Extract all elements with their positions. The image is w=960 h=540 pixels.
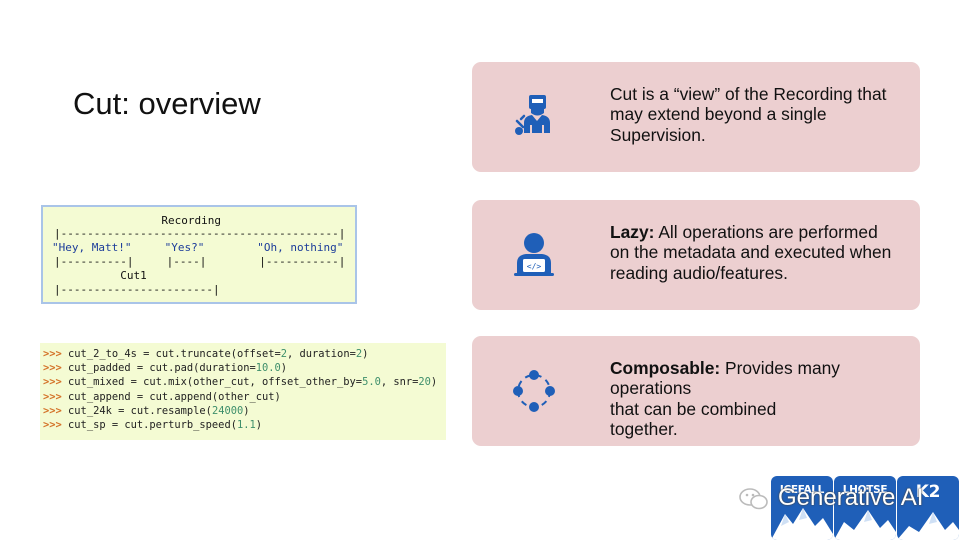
diagram-cut-span: |-----------------------| [54,283,220,296]
code-block: >>> cut_2_to_4s = cut.truncate(offset=2,… [40,343,446,440]
recording-diagram: Recording |-----------------------------… [41,205,357,304]
code-line: >>> cut_sp = cut.perturb_speed(1.1) [43,419,262,432]
code-line: >>> cut_2_to_4s = cut.truncate(offset=2,… [43,348,369,360]
network-icon [504,361,564,421]
svg-text:</>: </> [527,262,542,271]
code-line: >>> cut_padded = cut.pad(duration=10.0) [43,362,288,375]
card-lazy-heading: Lazy: [610,222,655,242]
worker-icon [504,87,564,147]
diagram-supervision-spans: |----------| |----| |-----------| [54,255,346,268]
card-composable-heading: Composable: [610,358,721,378]
developer-icon: </> [504,225,564,285]
card-view: Cut is a “view” of the Recording that ma… [472,62,920,172]
icefall-logo: ICEFALL [771,476,833,540]
diagram-cut-label: Cut1 [54,269,147,282]
card-composable: Composable: Provides many operations tha… [472,336,920,446]
diagram-recording-span: |---------------------------------------… [54,227,346,240]
card-lazy: </> Lazy: All operations are performed o… [472,200,920,310]
lhotse-logo: LHOTSE [834,476,896,540]
slide-title: Cut: overview [73,86,261,121]
code-line: >>> cut_mixed = cut.mix(other_cut, offse… [43,376,438,389]
diagram-supervision-texts: "Hey, Matt!" "Yes?" "Oh, nothing" [52,241,344,254]
card-lazy-text: Lazy: All operations are performed on th… [610,222,892,283]
wechat-icon [738,486,770,512]
code-line: >>> cut_24k = cut.resample(24000) [43,404,250,417]
watermark-text: Generative AI [778,484,924,511]
k2-logo: K2 [897,476,959,540]
diagram-recording-label: Recording [115,214,221,227]
card-composable-text: Composable: Provides many operations tha… [610,358,841,439]
code-line: >>> cut_append = cut.append(other_cut) [43,390,281,403]
card-view-text: Cut is a “view” of the Recording that ma… [610,84,887,145]
